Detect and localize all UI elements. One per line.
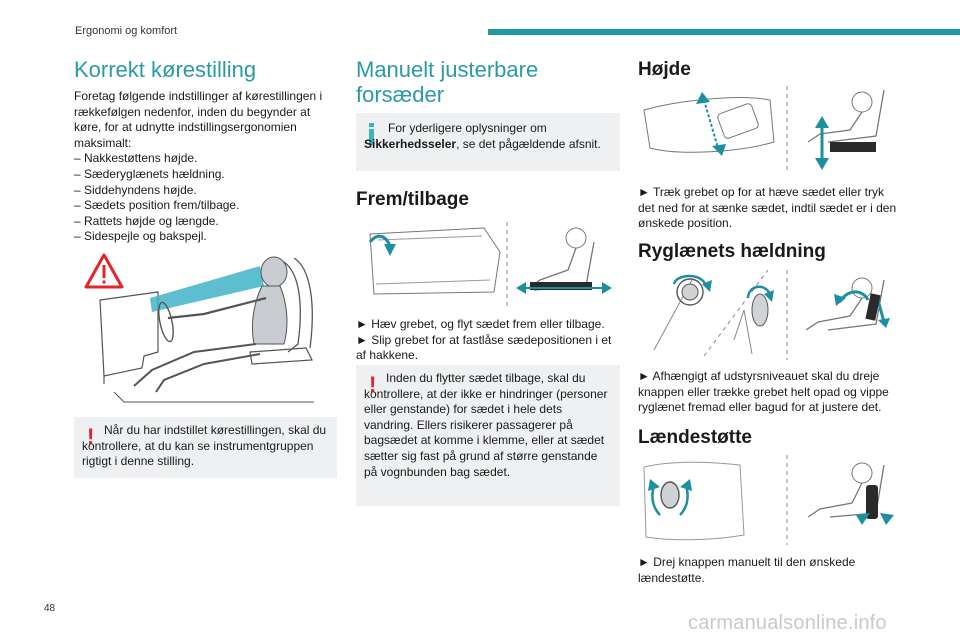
warning-text: Når du har indstillet kørestillingen, sk…	[82, 423, 327, 469]
heading-fore-aft: Frem/tilbage	[356, 189, 469, 210]
heading-lumbar: Lændestøtte	[638, 427, 752, 448]
list-item: – Nakkestøttens højde.	[74, 151, 198, 166]
info-text-pre: For yderligere oplysninger om	[388, 121, 547, 135]
info-link-seatbelts: Sikkerhedsseler	[364, 136, 457, 151]
fore-aft-steps: ► Hæv grebet, og flyt sædet frem eller t…	[356, 317, 620, 364]
exclamation-icon: !	[87, 424, 95, 449]
header-rule	[488, 29, 960, 35]
warning-triangle-icon	[84, 253, 124, 289]
info-text-post: , se det pågældende afsnit.	[456, 136, 601, 151]
list-item: – Sæderyglænets hældning.	[74, 166, 225, 181]
info-icon	[369, 123, 375, 147]
backrest-illustration	[653, 270, 890, 360]
section-title: Ergonomi og komfort	[75, 25, 178, 37]
step-text: ► Hæv grebet, og flyt sædet frem eller t…	[356, 317, 605, 331]
info-box: For yderligere oplysninger om Sikkerheds…	[356, 113, 620, 171]
page-number: 48	[44, 603, 56, 614]
info-text: For yderligere oplysninger om Sikkerheds…	[364, 121, 612, 152]
lumbar-illustration	[643, 455, 894, 545]
backrest-text: ► Afhængigt af udstyrsniveauet skal du d…	[638, 369, 889, 415]
list-item: – Sædets position frem/tilbage.	[74, 198, 240, 213]
title-correct-position: Korrekt kørestilling	[74, 57, 257, 82]
watermark: carmanualsonline.info	[688, 612, 887, 634]
heading-backrest: Ryglænets hældning	[638, 241, 826, 262]
list-item: – Siddehyndens højde.	[74, 182, 197, 197]
driver-position-illustration	[84, 253, 314, 403]
intro-text: Foretag følgende indstillinger af kørest…	[74, 89, 323, 150]
step-text: ► Slip grebet for at fastlåse sædepositi…	[356, 332, 612, 363]
heading-height: Højde	[638, 59, 691, 80]
lumbar-text: ► Drej knappen manuelt til den ønskede l…	[638, 555, 856, 585]
warning-box: ! Når du har indstillet kørestillingen, …	[74, 417, 337, 478]
intro-paragraph: Foretag følgende indstillinger af kørest…	[74, 89, 332, 245]
height-illustration	[643, 86, 885, 170]
list-item: – Rattets højde og længde.	[74, 213, 219, 228]
fore-aft-illustration	[368, 222, 612, 308]
warning-box: ! Inden du flytter sædet tilbage, skal d…	[356, 365, 620, 506]
exclamation-icon: !	[369, 372, 377, 397]
title-manual-seats: Manuelt justerbare forsæder	[356, 57, 539, 107]
list-item: – Sidespejle og bakspejl.	[74, 229, 207, 244]
warning-text: Inden du flytter sædet tilbage, skal du …	[364, 371, 608, 479]
height-text: ► Træk grebet op for at hæve sædet eller…	[638, 185, 897, 231]
